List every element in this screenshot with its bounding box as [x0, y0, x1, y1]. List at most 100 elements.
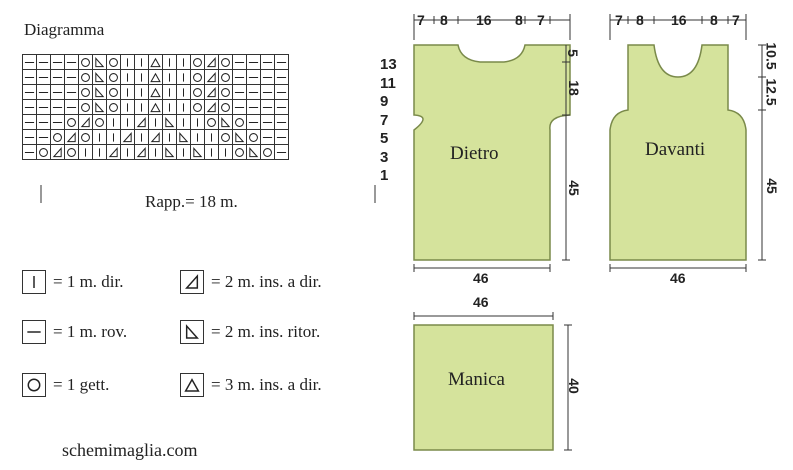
chart-cell-bar [176, 144, 191, 160]
chart-cell-circle [232, 144, 247, 160]
chart-cell-dir [50, 144, 65, 160]
row-number: 5 [380, 130, 389, 147]
chart-cell-bar [134, 99, 149, 115]
chart-cell-bar [106, 129, 121, 145]
piece-manica [413, 312, 572, 451]
chart-cell-circle [92, 114, 107, 130]
chart-row [22, 129, 289, 145]
legend-text: = 1 m. rov. [53, 322, 128, 341]
chart-cell-minus [36, 54, 51, 70]
chart-cell-minus [50, 54, 65, 70]
website-label: schemimaglia.com [62, 440, 198, 460]
dietro-width: 46 [473, 270, 489, 286]
chart-cell-circle [78, 54, 93, 70]
row-number: 9 [380, 93, 389, 110]
chart-cell-bar [176, 69, 191, 85]
chart-cell-bar [162, 69, 177, 85]
chart-cell-circle [232, 114, 247, 130]
chart-cell-minus [64, 84, 79, 100]
chart-cell-dir [106, 144, 121, 160]
chart-cell-circle [190, 54, 205, 70]
chart-cell-bar [190, 129, 205, 145]
chart-cell-bar [120, 114, 135, 130]
davanti-dim-2: 8 [636, 12, 644, 28]
chart-cell-bar [92, 129, 107, 145]
chart-row [22, 144, 289, 160]
manica-label: Manica [448, 369, 505, 390]
chart-cell-minus [64, 54, 79, 70]
chart-cell-ritor [232, 129, 247, 145]
manica-height: 40 [565, 378, 582, 394]
legend-text: = 2 m. ins. a dir. [211, 272, 322, 291]
chart-cell-circle [36, 144, 51, 160]
davanti-side-2: 12.5 [763, 78, 780, 106]
chart-cell-dir [204, 69, 219, 85]
chart-cell-minus [22, 129, 37, 145]
chart-cell-minus [246, 99, 261, 115]
dietro-dim-2: 8 [440, 12, 448, 28]
chart-cell-minus [274, 69, 289, 85]
chart-cell-circle [64, 144, 79, 160]
chart-cell-bar [92, 144, 107, 160]
davanti-dim-5: 7 [732, 12, 740, 28]
chart-cell-bar [176, 114, 191, 130]
chart-cell-tri3 [148, 69, 163, 85]
chart-cell-circle [106, 84, 121, 100]
legend-text: = 2 m. ins. ritor. [211, 322, 321, 341]
chart-cell-minus [274, 84, 289, 100]
chart-cell-minus [22, 69, 37, 85]
chart-cell-bar [120, 144, 135, 160]
legend-symbol-circle [22, 373, 46, 397]
chart-cell-circle [218, 69, 233, 85]
chart-cell-circle [204, 114, 219, 130]
chart-cell-minus [22, 99, 37, 115]
dietro-side-2: 18 [565, 80, 582, 96]
legend-text: = 1 m. dir. [53, 272, 124, 291]
chart-cell-dir [78, 114, 93, 130]
chart-row [22, 54, 289, 70]
chart-cell-bar [162, 99, 177, 115]
chart-cell-ritor [162, 144, 177, 160]
chart-cell-minus [64, 99, 79, 115]
chart-cell-ritor [162, 114, 177, 130]
chart-cell-bar [120, 99, 135, 115]
chart-cell-minus [260, 114, 275, 130]
piece-davanti [609, 14, 766, 272]
row-number: 13 [380, 56, 397, 73]
dietro-side-1: 5 [564, 49, 581, 57]
chart-cell-minus [50, 84, 65, 100]
chart-cell-circle [78, 69, 93, 85]
chart-cell-minus [246, 114, 261, 130]
chart-cell-minus [246, 54, 261, 70]
chart-cell-minus [246, 84, 261, 100]
dietro-dim-3: 16 [476, 12, 492, 28]
chart-cell-circle [106, 54, 121, 70]
piece-dietro [413, 14, 571, 272]
chart-cell-minus [232, 99, 247, 115]
chart-cell-ritor [190, 144, 205, 160]
chart-cell-circle [106, 99, 121, 115]
legend-symbol-tri3 [180, 373, 204, 397]
chart-cell-bar [134, 69, 149, 85]
chart-cell-minus [246, 69, 261, 85]
chart-cell-minus [260, 99, 275, 115]
row-number: 1 [380, 167, 389, 184]
chart-cell-bar [162, 129, 177, 145]
chart-cell-minus [274, 99, 289, 115]
chart-cell-bar [190, 114, 205, 130]
davanti-side-3: 45 [763, 178, 780, 194]
chart-cell-minus [274, 54, 289, 70]
chart-cell-bar [78, 144, 93, 160]
chart-cell-bar [218, 144, 233, 160]
chart-row [22, 114, 289, 130]
dietro-side-3: 45 [565, 180, 582, 196]
chart-cell-dir [204, 54, 219, 70]
dietro-dim-5: 7 [537, 12, 545, 28]
chart-cell-dir [64, 129, 79, 145]
chart-cell-ritor [92, 84, 107, 100]
chart-cell-minus [274, 129, 289, 145]
chart-cell-circle [190, 69, 205, 85]
chart-cell-dir [148, 129, 163, 145]
chart-cell-ritor [92, 54, 107, 70]
chart-cell-dir [134, 144, 149, 160]
